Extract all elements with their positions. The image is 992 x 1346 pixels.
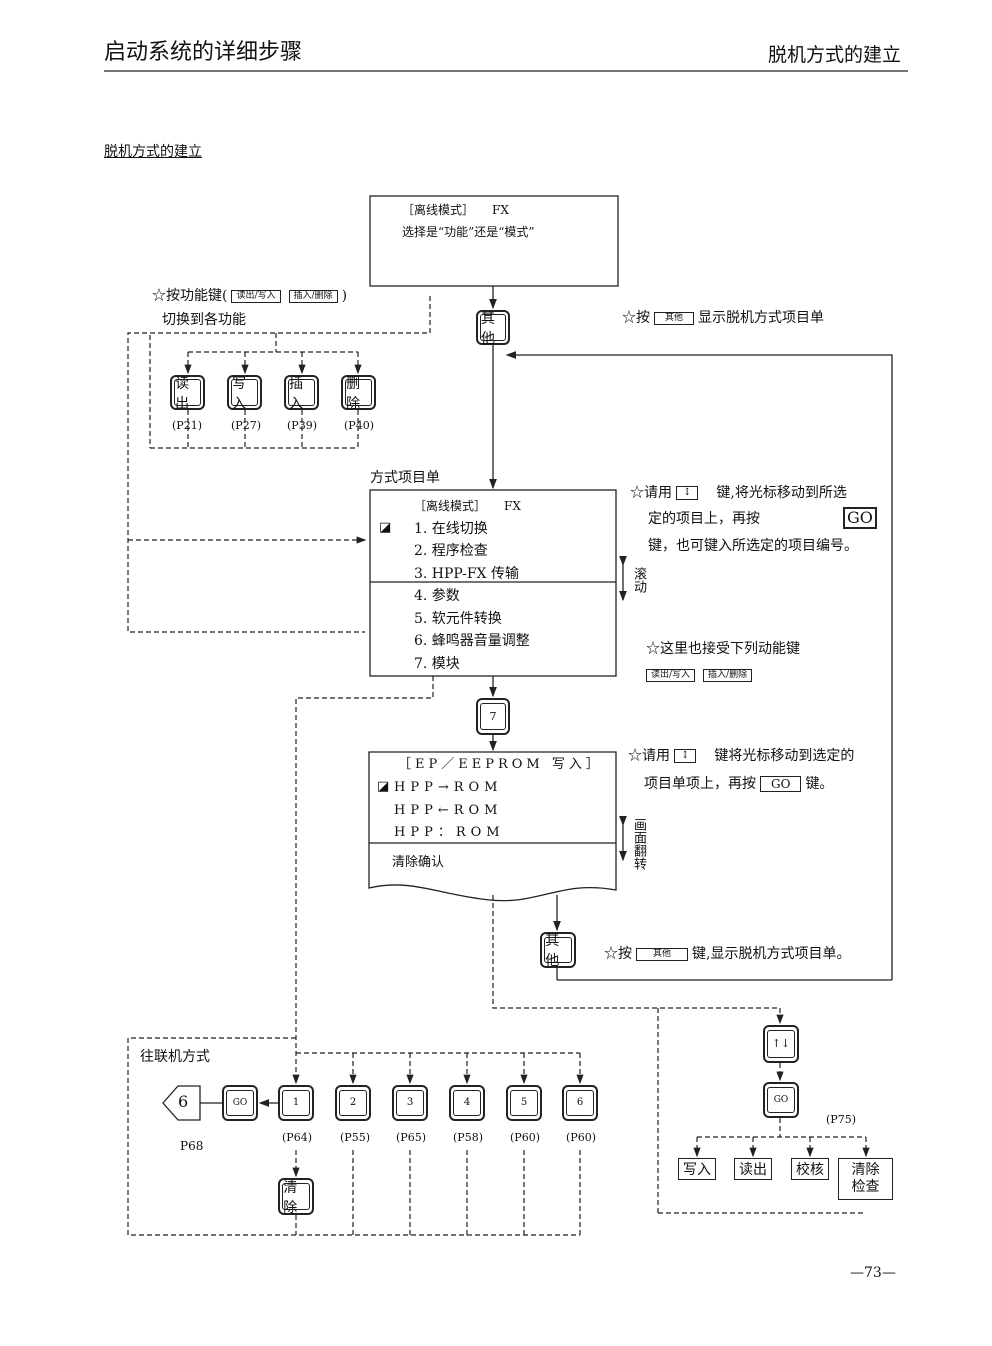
top-box-line2: 选择是“功能”还是“模式” xyxy=(402,225,535,239)
eeprom-item: HPP：ROM xyxy=(394,825,505,840)
number-key-5: 5 xyxy=(506,1085,542,1121)
eeprom-title: ［EP／EEPROM 写入］ xyxy=(398,757,603,772)
number-key-1: 1 xyxy=(278,1085,314,1121)
menu-item: 3. HPP-FX 传输 xyxy=(414,566,519,582)
eeprom-item: HPP←ROM xyxy=(394,803,503,818)
menu-item: 2. 程序检查 xyxy=(414,543,488,559)
eeprom-box xyxy=(368,751,617,902)
read-write-key-icon: 读出/写入 xyxy=(646,668,696,682)
online-target-shape xyxy=(162,1085,201,1121)
note-text: ) xyxy=(341,288,348,304)
top-box xyxy=(369,195,619,287)
eeprom-extra: 清除确认 xyxy=(392,855,445,870)
option-read: 读出 xyxy=(734,1158,772,1180)
other-key-note-2: ☆按其他键,显示脱机方式项目单。 xyxy=(604,946,851,962)
other-key-icon: 其他 xyxy=(654,311,695,325)
menu-item: 7. 模块 xyxy=(414,656,460,672)
go-key: GO xyxy=(763,1082,799,1118)
function-key-note: ☆按功能键(读出/写入插入/删除) xyxy=(152,289,347,303)
scroll-label: 滚动 xyxy=(631,567,646,593)
option-write: 写入 xyxy=(678,1158,716,1180)
number-key-6: 6 xyxy=(562,1085,598,1121)
other-key-icon: 其他 xyxy=(636,947,689,961)
flip-label: 画面翻转 xyxy=(631,818,646,870)
note-text: ☆按功能键( xyxy=(152,288,228,304)
menu-note-line1: ☆请用↕键,将光标移动到所选 xyxy=(630,485,847,501)
read-write-key-icon: 读出/写入 xyxy=(231,289,281,303)
page-ref: (P60) xyxy=(566,1131,596,1144)
option-verify: 校核 xyxy=(791,1158,829,1180)
section-title: 脱机方式的建立 xyxy=(104,144,202,160)
eeprom-item: HPP→ROM xyxy=(394,780,503,795)
updown-key-icon: ↕ xyxy=(674,749,697,763)
read-key: 读出 xyxy=(170,375,205,412)
menu-item: 4. 参数 xyxy=(414,588,460,604)
key-7: 7 xyxy=(476,698,510,735)
menu-item: 5. 软元件转换 xyxy=(414,611,502,627)
page-ref: (P40) xyxy=(344,419,374,432)
page-ref: (P65) xyxy=(396,1131,426,1144)
updown-key: ↑↓ xyxy=(763,1025,799,1063)
page-ref: (P55) xyxy=(340,1131,370,1144)
menu-note-line3: 键，也可键入所选定的项目编号。 xyxy=(648,538,858,554)
number-key-4: 4 xyxy=(449,1085,485,1121)
menu-item: 1. 在线切换 xyxy=(414,521,488,537)
menu-caption: 方式项目单 xyxy=(370,470,440,486)
other-key: 其他 xyxy=(540,932,576,969)
page-ref: (P64) xyxy=(282,1131,312,1144)
menu-note-line4: ☆这里也接受下列动能键 xyxy=(646,641,800,657)
menu-item: 6. 蜂鸣器音量调整 xyxy=(414,633,530,649)
menu-box xyxy=(369,489,617,677)
other-key: 其他 xyxy=(476,310,510,347)
online-label: 往联机方式 xyxy=(140,1049,210,1065)
go-key: GO xyxy=(222,1085,258,1121)
page-ref: (P39) xyxy=(287,419,317,432)
other-key-note: ☆按其他显示脱机方式项目单 xyxy=(622,310,825,326)
page-number: —73— xyxy=(850,1265,896,1281)
page-ref: (P60) xyxy=(510,1131,540,1144)
clear-key: 清除 xyxy=(278,1178,314,1216)
header-left-title: 启动系统的详细步骤 xyxy=(104,40,303,65)
online-target-page: P68 xyxy=(180,1139,204,1153)
go-key-icon: GO xyxy=(760,776,802,792)
eeprom-note-line1: ☆请用↕键将光标移动到选定的 xyxy=(628,748,855,764)
online-target: 6 xyxy=(178,1092,189,1111)
insert-key: 插入 xyxy=(284,375,319,412)
option-clear-check: 清除 检查 xyxy=(838,1158,893,1200)
function-key-note-line2: 切换到各功能 xyxy=(162,312,246,328)
number-key-3: 3 xyxy=(392,1085,428,1121)
return-line xyxy=(505,351,893,980)
cursor-icon: ◪ xyxy=(377,779,390,794)
menu-header: ［离线模式］ FX xyxy=(414,499,521,513)
page-ref: (P21) xyxy=(172,419,202,432)
top-box-line1: ［离线模式］ FX xyxy=(402,203,509,217)
go-key-icon: GO xyxy=(843,507,877,529)
menu-note-line2: 定的项目上，再按 xyxy=(648,511,760,527)
delete-key: 删除 xyxy=(341,375,376,412)
page-ref: (P27) xyxy=(231,419,261,432)
menu-note-keys: 读出/写入插入/删除 xyxy=(642,668,756,682)
write-key: 写入 xyxy=(227,375,262,412)
number-key-2: 2 xyxy=(335,1085,371,1121)
updown-key-icon: ↕ xyxy=(676,486,699,500)
insert-delete-key-icon: 插入/删除 xyxy=(703,668,753,682)
header-right-title: 脱机方式的建立 xyxy=(768,44,902,66)
page-ref: (P58) xyxy=(453,1131,483,1144)
insert-delete-key-icon: 插入/删除 xyxy=(288,289,338,303)
page-ref: (P75) xyxy=(826,1113,856,1126)
cursor-icon: ◪ xyxy=(379,520,392,535)
